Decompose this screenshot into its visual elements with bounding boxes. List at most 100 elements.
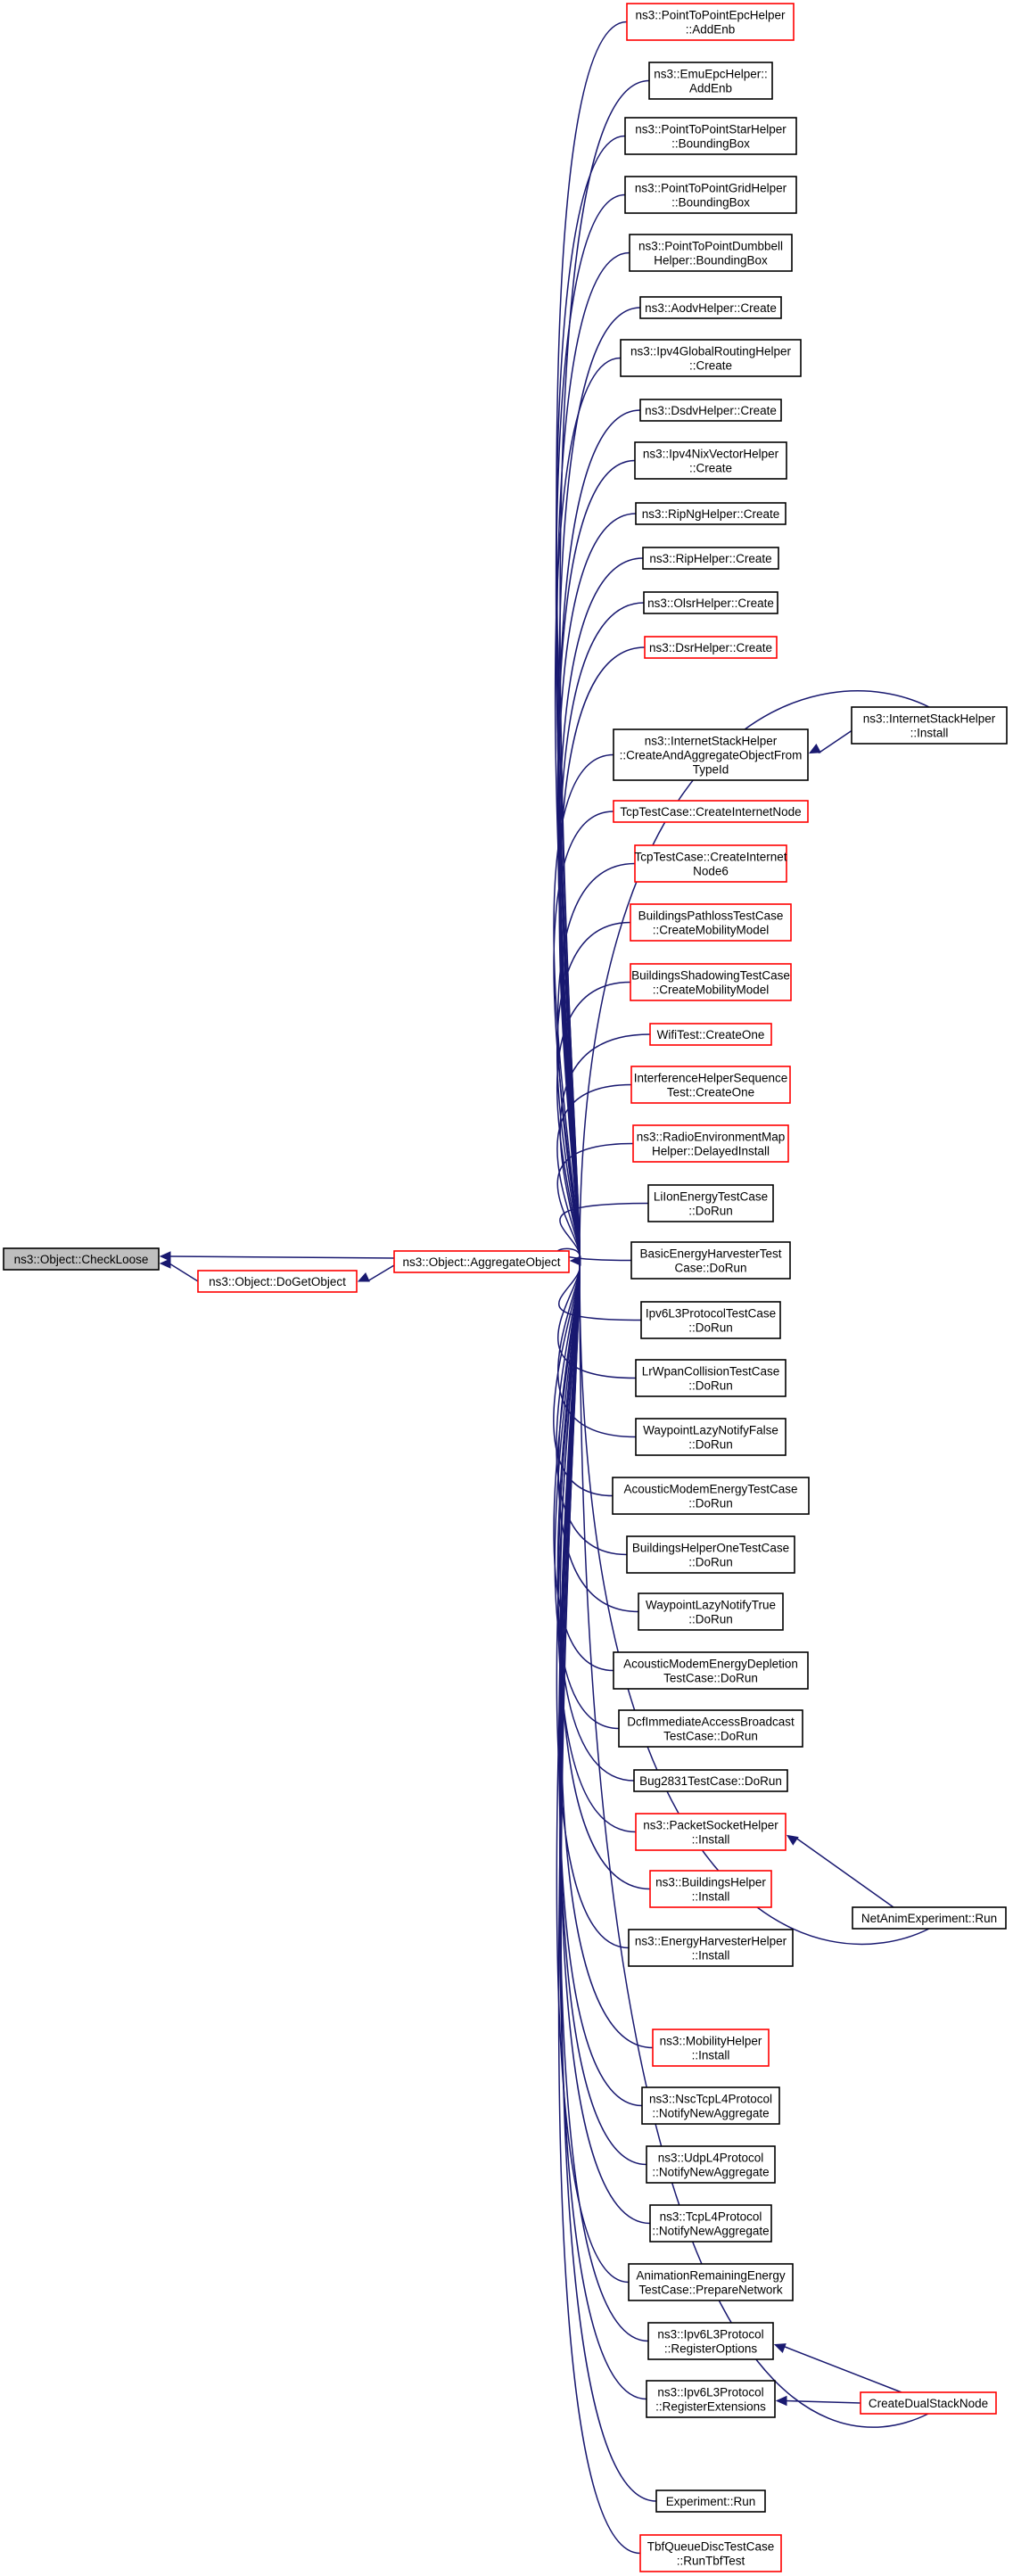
node-n43[interactable]: Experiment::Run: [655, 2490, 766, 2513]
node-label: ns3::OlsrHelper::Create: [647, 597, 774, 610]
node-n10[interactable]: ns3::RipNgHelper::Create: [635, 502, 787, 525]
node-n04[interactable]: ns3::PointToPointGridHelper::BoundingBox: [624, 176, 797, 214]
node-n05[interactable]: ns3::PointToPointDumbbellHelper::Boundin…: [629, 234, 793, 272]
node-label: ns3::TcpL4Protocol: [660, 2210, 762, 2224]
node-label: LiIonEnergyTestCase: [654, 1190, 768, 1204]
node-n28[interactable]: BuildingsHelperOneTestCase::DoRun: [626, 1535, 795, 1574]
node-box: [860, 2391, 997, 2415]
node-label: ::RegisterExtensions: [655, 2400, 766, 2414]
node-label: ns3::AodvHelper::Create: [645, 301, 777, 315]
node-box: [646, 2380, 776, 2418]
node-n19[interactable]: WifiTest::CreateOne: [649, 1023, 772, 1046]
node-box: [618, 1709, 803, 1748]
node-dualstack[interactable]: CreateDualStackNode: [860, 2391, 997, 2415]
node-box: [644, 636, 778, 659]
node-n14[interactable]: ns3::InternetStackHelper::CreateAndAggre…: [613, 728, 809, 781]
node-box: [197, 1270, 358, 1293]
node-label: Node6: [693, 865, 729, 878]
edge-n09-to-aggregate: [556, 459, 636, 1260]
edge-install-to-createaggregate: [818, 729, 852, 754]
node-n32[interactable]: Bug2831TestCase::DoRun: [633, 1769, 788, 1792]
node-box: [613, 1651, 809, 1690]
node-label: ns3::EmuEpcHelper::: [654, 68, 768, 81]
node-aggregate[interactable]: ns3::Object::AggregateObject: [393, 1250, 570, 1273]
node-label: ns3::Object::CheckLoose: [14, 1253, 149, 1266]
node-label: WifiTest::CreateOne: [657, 1028, 765, 1041]
node-n01[interactable]: ns3::PointToPointEpcHelper::AddEnb: [626, 3, 795, 41]
node-n09[interactable]: ns3::Ipv4NixVectorHelper::Create: [634, 441, 787, 480]
node-n25[interactable]: LrWpanCollisionTestCase::DoRun: [635, 1359, 787, 1397]
node-n38[interactable]: ns3::UdpL4Protocol::NotifyNewAggregate: [646, 2145, 776, 2184]
node-n08[interactable]: ns3::DsdvHelper::Create: [639, 399, 782, 422]
node-n22[interactable]: LiIonEnergyTestCase::DoRun: [647, 1184, 774, 1222]
node-label: ns3::PointToPointEpcHelper: [635, 9, 786, 22]
node-n34[interactable]: ns3::BuildingsHelper::Install: [649, 1870, 772, 1908]
node-label: ::BoundingBox: [671, 196, 750, 210]
node-n07[interactable]: ns3::Ipv4GlobalRoutingHelper::Create: [620, 339, 802, 377]
node-n40[interactable]: AnimationRemainingEnergyTestCase::Prepar…: [628, 2263, 794, 2301]
node-label: ::DoRun: [688, 1321, 733, 1335]
edge-n22-to-aggregate: [559, 1202, 649, 1260]
node-n13[interactable]: ns3::DsrHelper::Create: [644, 636, 778, 659]
node-n44[interactable]: TbfQueueDiscTestCase::RunTbfTest: [639, 2534, 782, 2572]
node-label: Experiment::Run: [666, 2495, 756, 2508]
node-n42[interactable]: ns3::Ipv6L3Protocol::RegisterExtensions: [646, 2380, 776, 2418]
node-box: [393, 1250, 570, 1273]
node-install[interactable]: ns3::InternetStackHelper::Install: [851, 706, 1008, 745]
node-box: [646, 2145, 776, 2184]
node-n33[interactable]: ns3::PacketSocketHelper::Install: [635, 1813, 787, 1851]
node-label: AddEnb: [689, 82, 732, 95]
node-n17[interactable]: BuildingsPathlossTestCase::CreateMobilit…: [630, 903, 792, 942]
node-box: [648, 62, 773, 100]
node-label: ns3::DsdvHelper::Create: [645, 404, 777, 417]
node-n30[interactable]: AcousticModemEnergyDepletionTestCase::Do…: [613, 1651, 809, 1690]
node-box: [630, 1066, 791, 1104]
node-n15[interactable]: TcpTestCase::CreateInternetNode: [613, 800, 809, 823]
node-label: TbfQueueDiscTestCase: [647, 2540, 775, 2554]
node-label: ::RegisterOptions: [664, 2342, 758, 2356]
node-dogetobject[interactable]: ns3::Object::DoGetObject: [197, 1270, 358, 1293]
node-n37[interactable]: ns3::NscTcpL4Protocol::NotifyNewAggregat…: [641, 2086, 780, 2125]
node-n26[interactable]: WaypointLazyNotifyFalse::DoRun: [635, 1418, 787, 1456]
node-n12[interactable]: ns3::OlsrHelper::Create: [643, 591, 778, 614]
node-box: [628, 2263, 794, 2301]
node-box: [638, 1593, 784, 1631]
call-graph-edges: [159, 21, 930, 2555]
node-label: Case::DoRun: [674, 1262, 746, 1275]
node-label: CreateDualStackNode: [869, 2397, 988, 2410]
node-n29[interactable]: WaypointLazyNotifyTrue::DoRun: [638, 1593, 784, 1631]
node-label: ns3::MobilityHelper: [660, 2035, 762, 2048]
node-label: ns3::NscTcpL4Protocol: [649, 2093, 772, 2106]
node-n36[interactable]: ns3::MobilityHelper::Install: [652, 2029, 770, 2067]
edge-arrowhead: [775, 2395, 787, 2407]
node-n24[interactable]: Ipv6L3ProtocolTestCase::DoRun: [640, 1301, 781, 1339]
node-n03[interactable]: ns3::PointToPointStarHelper::BoundingBox: [624, 117, 797, 155]
node-label: AcousticModemEnergyTestCase: [623, 1483, 797, 1496]
node-n31[interactable]: DcfImmediateAccessBroadcastTestCase::DoR…: [618, 1709, 803, 1748]
node-box: [852, 1906, 1007, 1930]
node-box: [612, 1477, 810, 1515]
node-n18[interactable]: BuildingsShadowingTestCase::CreateMobili…: [630, 963, 792, 1001]
node-n20[interactable]: InterferenceHelperSequenceTest::CreateOn…: [630, 1066, 791, 1104]
node-label: ::DoRun: [688, 1497, 733, 1510]
node-label: TestCase::PrepareNetwork: [638, 2284, 783, 2297]
edge-n13-to-aggregate: [558, 646, 646, 1260]
node-n35[interactable]: ns3::EnergyHarvesterHelper::Install: [628, 1929, 794, 1967]
node-n02[interactable]: ns3::EmuEpcHelper::AddEnb: [648, 62, 773, 100]
edge-dogetobject-to-checkloose: [169, 1263, 199, 1282]
node-n39[interactable]: ns3::TcpL4Protocol::NotifyNewAggregate: [649, 2204, 772, 2243]
node-netanim[interactable]: NetAnimExperiment::Run: [852, 1906, 1007, 1930]
node-n06[interactable]: ns3::AodvHelper::Create: [639, 296, 782, 319]
node-n11[interactable]: ns3::RipHelper::Create: [642, 547, 779, 570]
node-n21[interactable]: ns3::RadioEnvironmentMapHelper::DelayedI…: [632, 1124, 789, 1163]
node-n41[interactable]: ns3::Ipv6L3Protocol::RegisterOptions: [647, 2322, 774, 2360]
node-label: TypeId: [693, 763, 729, 777]
node-box: [620, 339, 802, 377]
node-n27[interactable]: AcousticModemEnergyTestCase::DoRun: [612, 1477, 810, 1515]
node-label: ::NotifyNewAggregate: [652, 2107, 769, 2120]
node-box: [630, 963, 792, 1001]
node-box: [643, 591, 778, 614]
node-label: LrWpanCollisionTestCase: [642, 1365, 780, 1379]
